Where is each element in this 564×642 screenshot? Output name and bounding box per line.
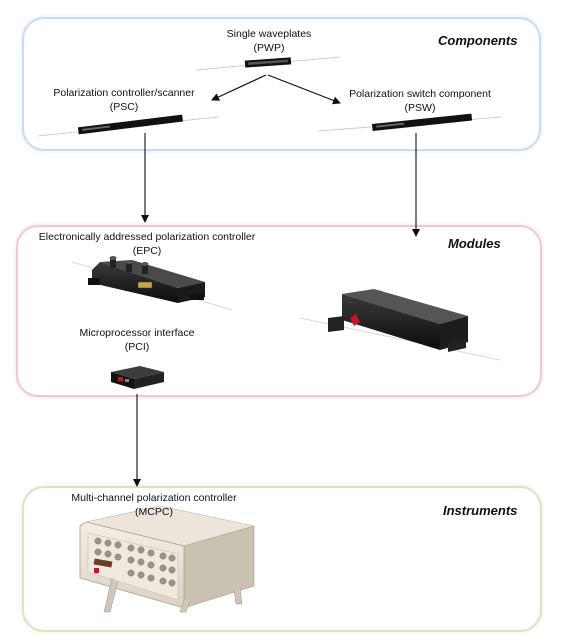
epc-label: Electronically addressed polarization co… bbox=[38, 230, 256, 258]
components-title: Components bbox=[438, 33, 518, 48]
modules-panel bbox=[16, 225, 542, 397]
arrow-pwp-to-psw bbox=[267, 74, 341, 105]
psw-abbr: (PSW) bbox=[404, 102, 436, 114]
psc-name: Polarization controller/scanner bbox=[53, 87, 195, 99]
modules-title: Modules bbox=[448, 236, 501, 251]
mcpc-label: Multi-channel polarization controller (M… bbox=[66, 491, 242, 519]
psc-abbr: (PSC) bbox=[109, 101, 139, 113]
pwp-abbr: (PWP) bbox=[253, 42, 285, 54]
epc-name: Electronically addressed polarization co… bbox=[38, 231, 256, 243]
epc-abbr: (EPC) bbox=[132, 245, 162, 257]
pci-label: Microprocessor interface (PCI) bbox=[72, 326, 202, 354]
psw-name: Polarization switch component bbox=[349, 88, 491, 100]
psw-switch bbox=[317, 113, 503, 132]
components-panel bbox=[22, 17, 541, 151]
psw-module-device bbox=[299, 289, 501, 361]
pci-abbr: (PCI) bbox=[124, 341, 150, 353]
pwp-label: Single waveplates (PWP) bbox=[214, 27, 324, 55]
epc-device bbox=[71, 256, 233, 311]
mcpc-name: Multi-channel polarization controller bbox=[71, 492, 237, 504]
pwp-name: Single waveplates bbox=[226, 28, 312, 40]
instruments-panel bbox=[22, 486, 542, 632]
psc-controller bbox=[37, 114, 219, 137]
psc-label: Polarization controller/scanner (PSC) bbox=[36, 86, 212, 114]
pwp-waveplate bbox=[195, 56, 341, 71]
instruments-title: Instruments bbox=[443, 503, 518, 518]
pci-device bbox=[111, 366, 164, 389]
psw-label: Polarization switch component (PSW) bbox=[335, 87, 505, 115]
pci-name: Microprocessor interface bbox=[79, 327, 195, 339]
mcpc-abbr: (MCPC) bbox=[135, 506, 173, 518]
arrow-pwp-to-psc bbox=[211, 74, 267, 101]
mcpc-instrument bbox=[79, 505, 255, 613]
